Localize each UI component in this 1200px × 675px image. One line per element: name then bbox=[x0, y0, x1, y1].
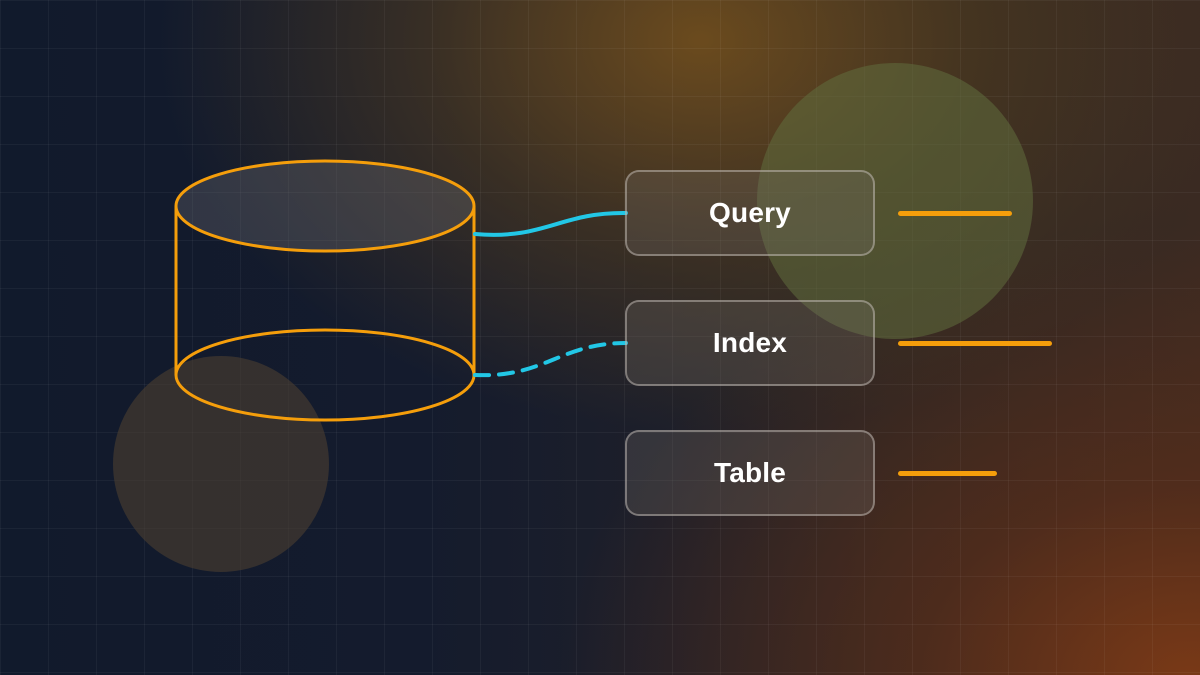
accent-line-table bbox=[898, 471, 997, 476]
connector-query bbox=[473, 210, 628, 237]
cylinder-back-lower-arc bbox=[174, 328, 476, 376]
cylinder-front-lower-arc bbox=[174, 374, 476, 422]
database-cylinder-icon bbox=[174, 159, 476, 422]
accent-line-index bbox=[898, 341, 1052, 346]
node-table: Table bbox=[625, 430, 875, 516]
node-query-label: Query bbox=[709, 197, 791, 228]
node-index: Index bbox=[625, 300, 875, 386]
connector-index bbox=[473, 341, 628, 378]
node-query: Query bbox=[625, 170, 875, 256]
node-table-label: Table bbox=[713, 457, 787, 488]
node-index-label: Index bbox=[712, 327, 788, 358]
accent-line-query bbox=[898, 211, 1012, 216]
cylinder-top-ellipse bbox=[174, 159, 476, 253]
